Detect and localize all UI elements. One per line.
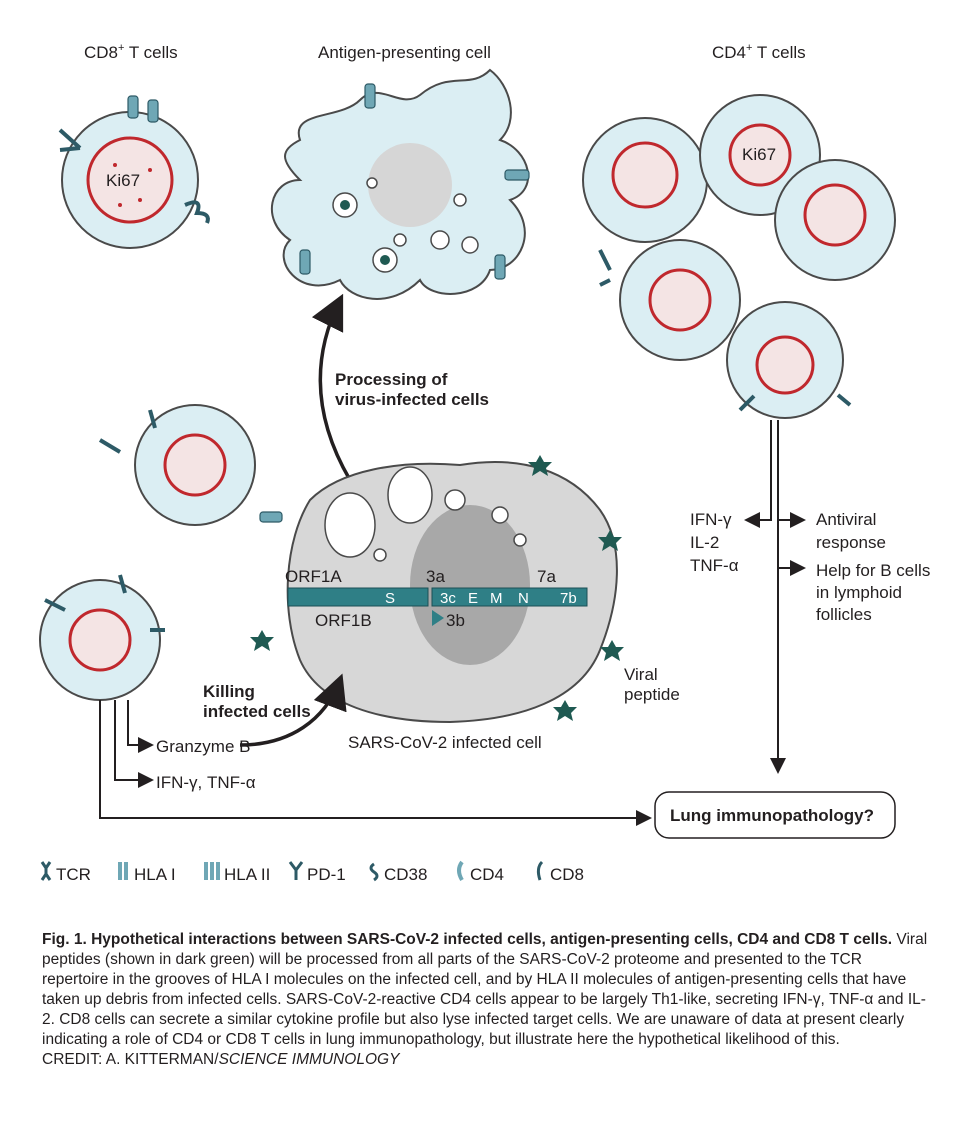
killing-label-1: Killing xyxy=(203,682,255,701)
caption-title: Fig. 1. Hypothetical interactions betwee… xyxy=(42,931,893,948)
lung-arrow-cd8 xyxy=(99,700,652,826)
ifn-tnf-arrow xyxy=(114,700,154,788)
cd8-t-cell-middle xyxy=(98,404,283,526)
caption-paragraph: Fig. 1. Hypothetical interactions betwee… xyxy=(42,930,932,1050)
legend-cd4: CD4 xyxy=(457,860,504,884)
antigen-presenting-cell xyxy=(271,68,530,300)
svg-text:CD38: CD38 xyxy=(384,865,427,884)
granzyme-label: Granzyme B xyxy=(156,737,250,756)
cd8-icon xyxy=(536,860,544,881)
apc-title: Antigen-presenting cell xyxy=(318,43,491,62)
cd8-t-cells-title: CD8+ T cells xyxy=(84,42,178,62)
gene-7b: 7b xyxy=(560,590,577,607)
svg-text:HLA I: HLA I xyxy=(134,865,176,884)
gene-e: E xyxy=(468,590,478,607)
svg-text:TCR: TCR xyxy=(56,865,91,884)
svg-text:CD8: CD8 xyxy=(550,865,584,884)
lung-label: Lung immunopathology? xyxy=(670,806,874,825)
cd4-t-cell-cluster: Ki67 xyxy=(582,94,896,419)
cytokine-arrow xyxy=(744,420,772,528)
cd4-icon xyxy=(457,860,464,882)
legend-hla1: HLA I xyxy=(118,862,176,884)
cd38-icon xyxy=(369,862,379,882)
cytokine-tnf: TNF-α xyxy=(690,556,739,575)
antiviral-label-2: response xyxy=(816,533,886,552)
legend-tcr: TCR xyxy=(40,861,91,884)
gene-orf1b: ORF1B xyxy=(315,611,372,630)
granzyme-arrow xyxy=(127,700,154,753)
infected-cell-label: SARS-CoV-2 infected cell xyxy=(348,733,542,752)
svg-text:CD4: CD4 xyxy=(470,865,504,884)
processing-arrow xyxy=(311,293,352,481)
help-label-2: in lymphoid xyxy=(816,583,902,602)
legend-pd1: PD-1 xyxy=(288,861,346,884)
ifn-tnf-label: IFN-γ, TNF-α xyxy=(156,773,256,792)
svg-text:PD-1: PD-1 xyxy=(307,865,346,884)
ki67-label-cd4: Ki67 xyxy=(742,145,776,164)
processing-label-1: Processing of xyxy=(335,370,448,389)
cd8-t-cell-top: Ki67 xyxy=(58,95,210,249)
gene-3a: 3a xyxy=(426,567,445,586)
legend: TCR HLA I HLA II PD-1 CD38 CD4 CD8 xyxy=(40,860,584,884)
ki67-label: Ki67 xyxy=(106,171,140,190)
killing-label-2: infected cells xyxy=(203,702,311,721)
processing-label-2: virus-infected cells xyxy=(335,390,489,409)
help-label-1: Help for B cells xyxy=(816,561,930,580)
cd8-t-cell-bottom xyxy=(39,574,165,701)
figure-caption: Fig. 1. Hypothetical interactions betwee… xyxy=(42,930,932,1070)
killing-arrow xyxy=(239,673,347,747)
antiviral-label-1: Antiviral xyxy=(816,510,876,529)
gene-n: N xyxy=(518,590,529,607)
viral-peptide-label-1: Viral xyxy=(624,665,658,684)
help-label-3: follicles xyxy=(816,605,872,624)
legend-cd8: CD8 xyxy=(536,860,584,884)
lung-box xyxy=(654,791,896,839)
svg-text:HLA II: HLA II xyxy=(224,865,270,884)
cytokine-il2: IL-2 xyxy=(690,533,719,552)
hla1-icon xyxy=(118,862,128,880)
gene-7a: 7a xyxy=(537,567,556,586)
immune-interaction-diagram: CD8+ T cells Antigen-presenting cell CD4… xyxy=(39,42,930,884)
caption-body: Viral peptides (shown in dark green) wil… xyxy=(42,931,928,1048)
gene-m: M xyxy=(490,590,503,607)
legend-hla2: HLA II xyxy=(204,862,270,884)
gene-3b: 3b xyxy=(446,611,465,630)
legend-cd38: CD38 xyxy=(369,862,427,884)
gene-3c: 3c xyxy=(440,590,456,607)
caption-credit: CREDIT: A. KITTERMAN/SCIENCE IMMUNOLOGY xyxy=(42,1051,400,1068)
tcr-icon xyxy=(40,861,52,881)
gene-orf1a: ORF1A xyxy=(285,567,342,586)
sars-cov-2-genome: S 3c E M N 7b ORF1A ORF1B 3a 3b 7a xyxy=(285,567,588,630)
viral-peptide-label-2: peptide xyxy=(624,685,680,704)
gene-s: S xyxy=(385,590,395,607)
viral-peptides xyxy=(250,455,624,721)
pd1-icon xyxy=(288,861,304,880)
hla2-icon xyxy=(204,862,220,880)
cd4-t-cells-title: CD4+ T cells xyxy=(712,42,806,62)
cytokine-ifn: IFN-γ xyxy=(690,510,732,529)
